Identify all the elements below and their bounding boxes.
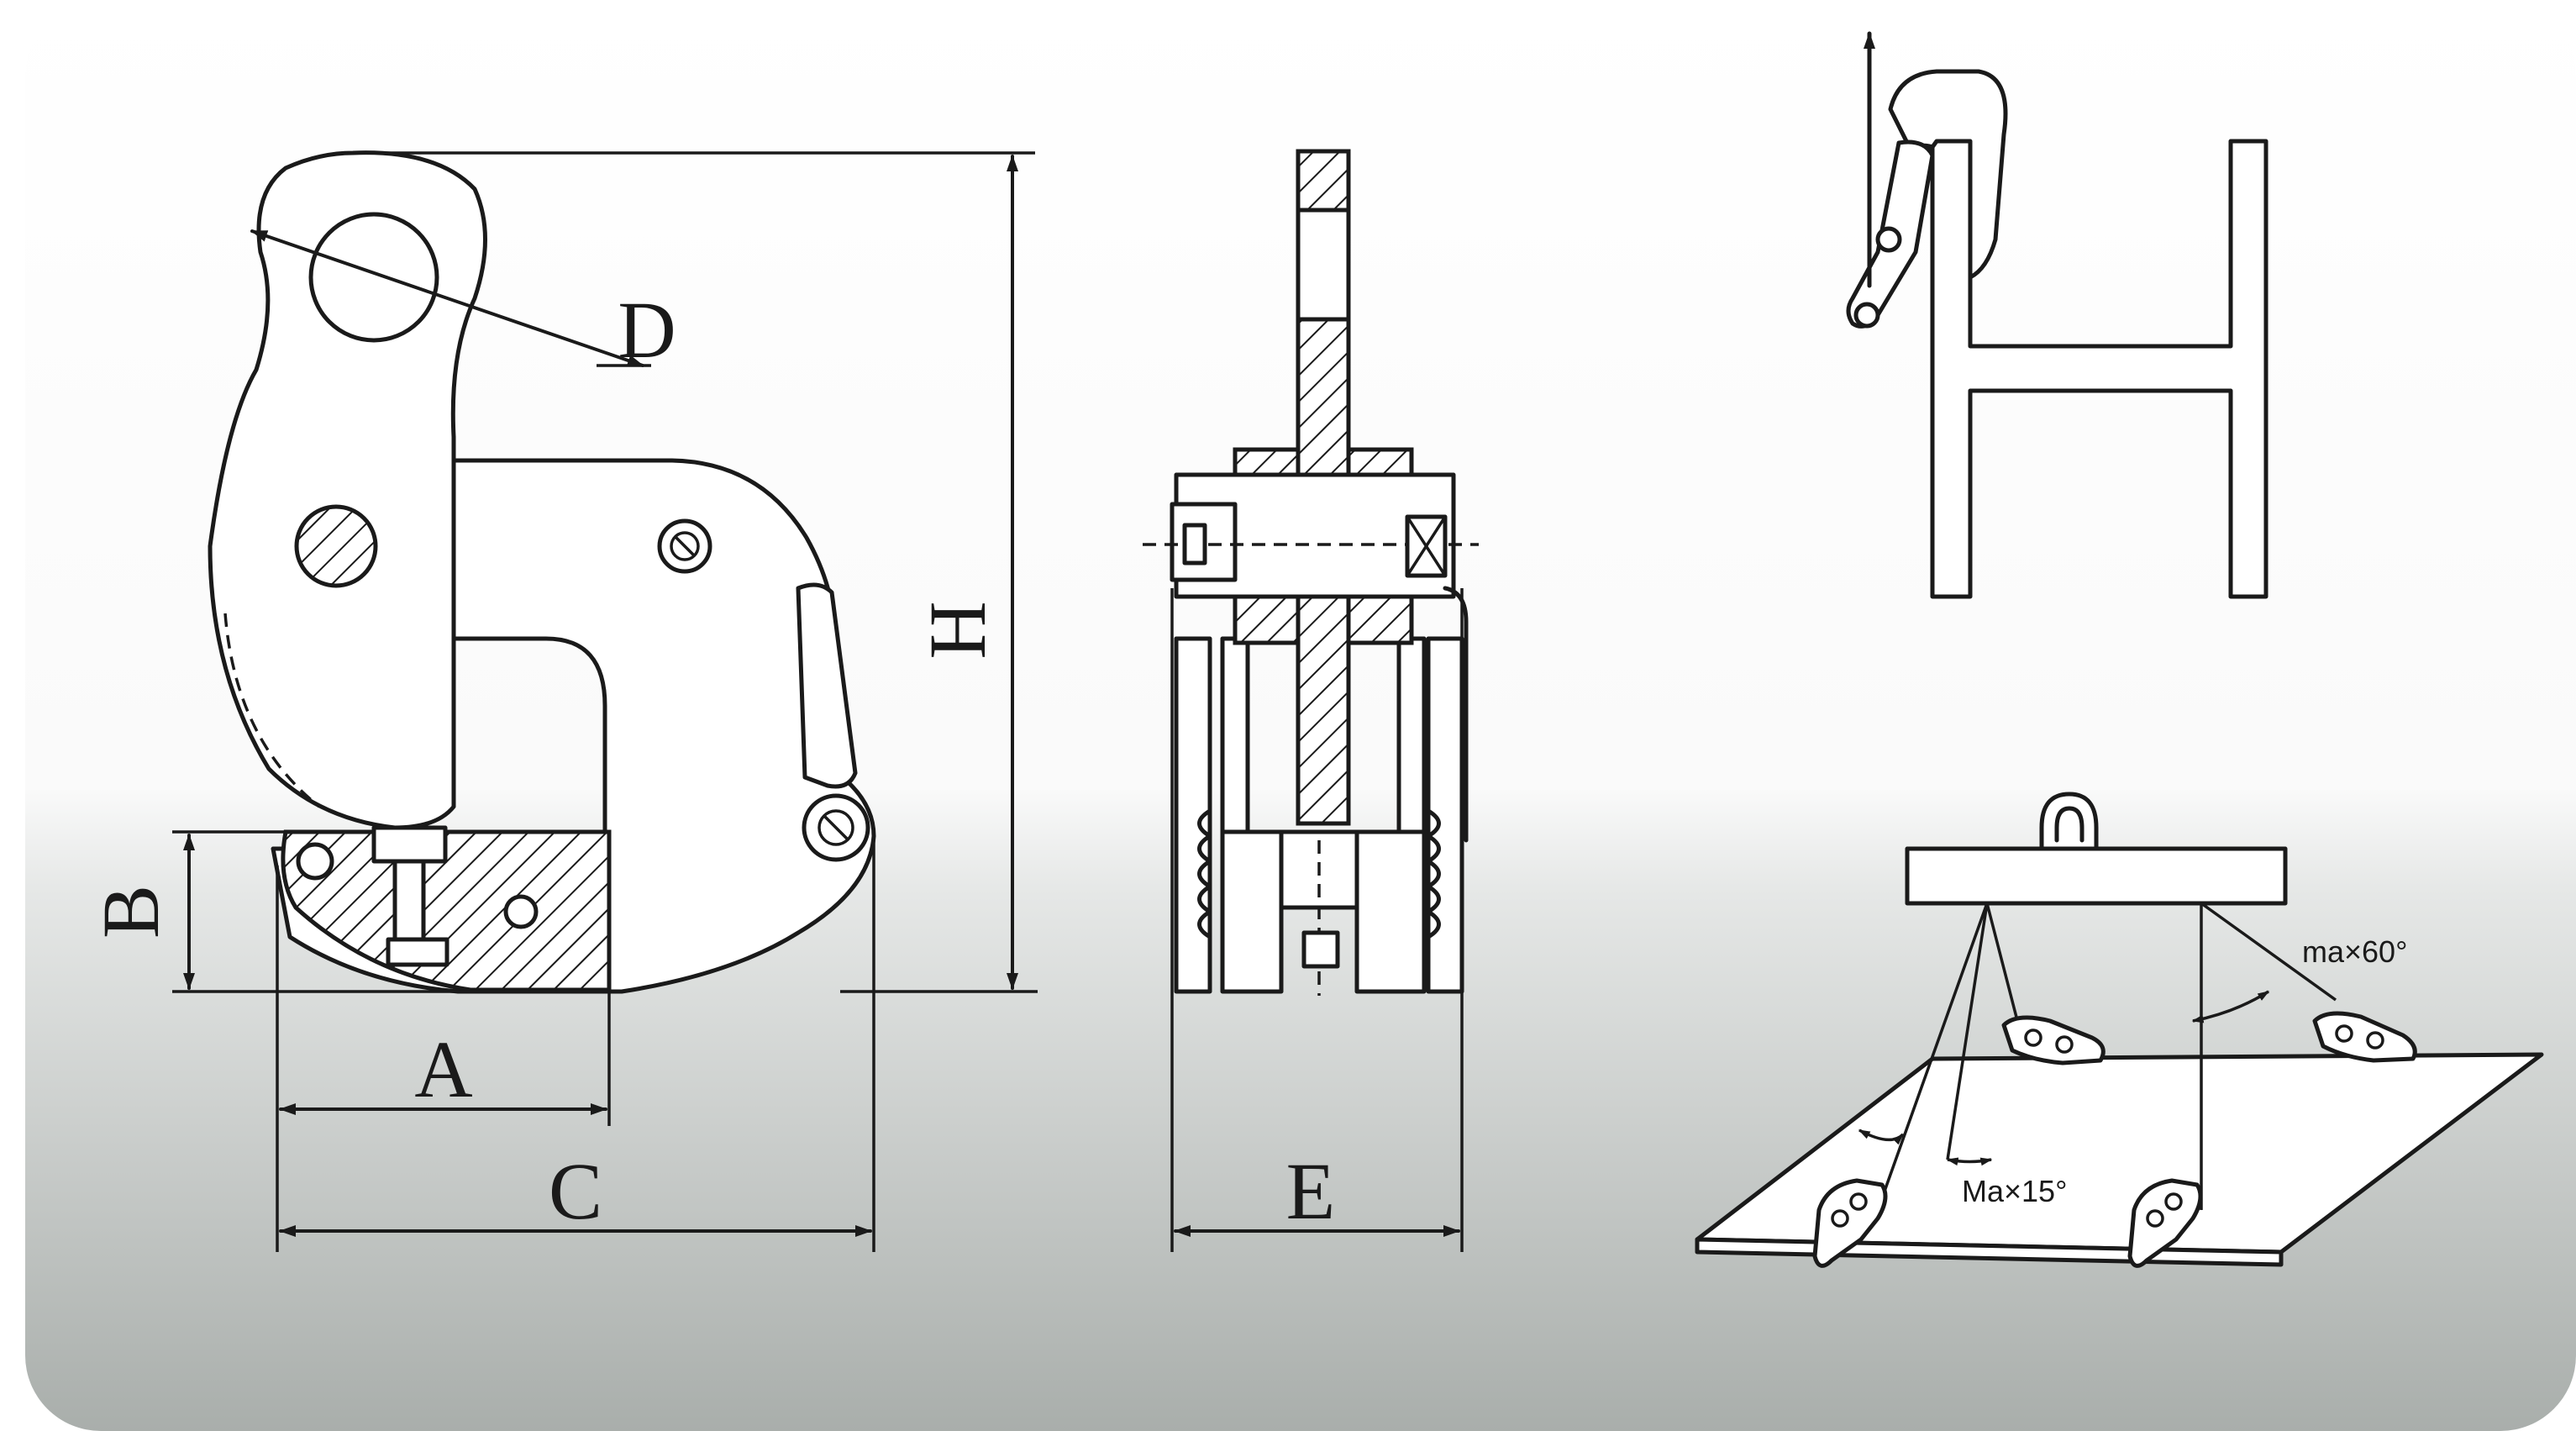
dim-label-a: A bbox=[414, 1024, 472, 1114]
dim-label-e: E bbox=[1286, 1146, 1336, 1236]
plate-clamp-back-left bbox=[2001, 1015, 2105, 1065]
angle-label-max60: ma×60° bbox=[2302, 934, 2407, 969]
plate-clamp-front-right bbox=[2127, 1178, 2203, 1268]
dim-label-b: B bbox=[86, 885, 176, 939]
plate-clamp-front-left bbox=[1812, 1178, 1888, 1268]
dim-label-d: D bbox=[618, 285, 676, 375]
plate-clamp-back-right bbox=[2312, 1011, 2417, 1063]
side-view-clamp: D H B A C bbox=[86, 150, 1038, 1252]
angle-label-max15: Ma×15° bbox=[1962, 1174, 2067, 1208]
plate-lifting-usage: ma×60° Ma×15° bbox=[1695, 792, 2544, 1268]
dim-label-h: H bbox=[912, 601, 1002, 659]
front-view-clamp: E bbox=[1143, 149, 1479, 1252]
dim-label-c: C bbox=[549, 1146, 602, 1236]
h-beam-usage bbox=[1846, 31, 2268, 599]
